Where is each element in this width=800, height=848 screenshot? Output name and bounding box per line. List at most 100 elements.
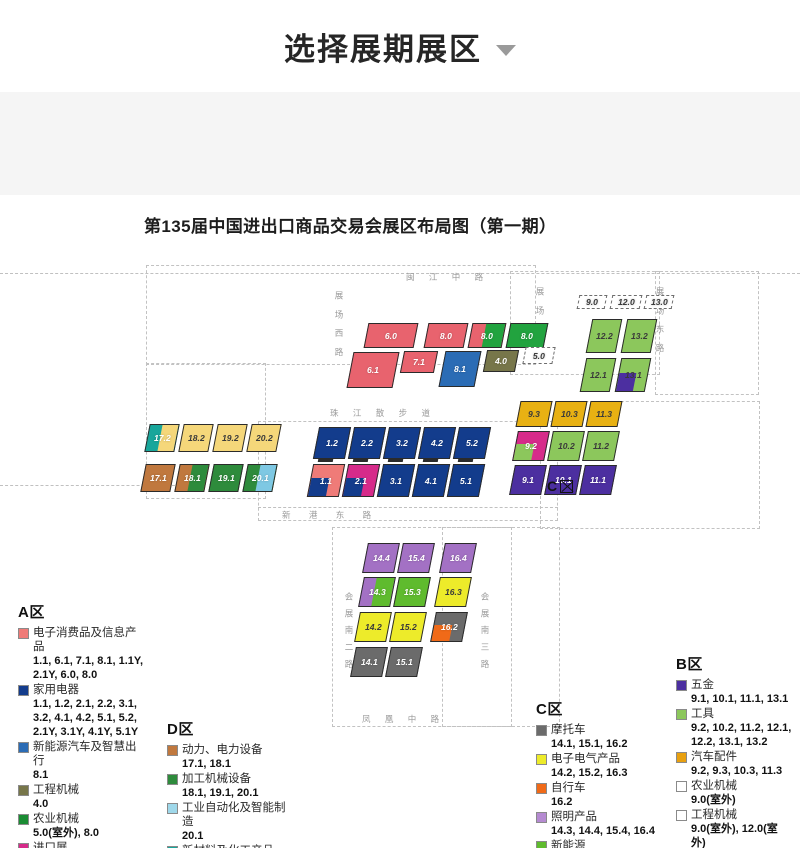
map-hall[interactable]: 8.0 — [467, 323, 507, 348]
map-hall[interactable]: 17.2 — [144, 424, 180, 452]
map-hall[interactable]: 12.0 — [609, 295, 643, 309]
map-hall[interactable]: 5.0 — [522, 347, 556, 364]
legend-item-name: 新能源汽车及智慧出行 — [33, 741, 137, 767]
map-hall[interactable]: 8.1 — [438, 351, 482, 387]
map-hall[interactable]: 8.0 — [423, 323, 469, 348]
map-hall[interactable]: 10.2 — [547, 431, 585, 461]
legend-a-title: A区 — [18, 604, 45, 621]
map-hall[interactable]: 20.2 — [246, 424, 282, 452]
hall-label: 20.2 — [255, 433, 273, 443]
map-hall[interactable]: 1.1 — [306, 464, 346, 497]
map-hall[interactable]: 19.1 — [208, 464, 244, 492]
map-hall[interactable]: 16.2 — [430, 612, 468, 642]
map-hall[interactable]: 13.1 — [614, 358, 652, 392]
map-hall[interactable]: 17.1 — [140, 464, 176, 492]
map-hall[interactable]: 4.2 — [417, 427, 457, 459]
map-hall[interactable]: 16.4 — [439, 543, 477, 573]
map-hall[interactable]: 4.0 — [482, 350, 520, 372]
map-hall[interactable]: 5.2 — [452, 427, 492, 459]
legend-item[interactable]: 新能源14.3, 15.3 — [536, 839, 664, 848]
map-hall[interactable]: 14.3 — [358, 577, 396, 607]
road-label: 珠 江 散 步 道 — [330, 408, 436, 418]
map-hall[interactable]: 18.2 — [178, 424, 214, 452]
map-hall[interactable]: 20.1 — [242, 464, 278, 492]
legend-item[interactable]: 新材料及化工产品17.2 — [167, 844, 295, 848]
road-label: 展 场 东 路 — [655, 287, 665, 357]
legend-item[interactable]: 进口展2.1 — [18, 841, 146, 848]
map-hall[interactable]: 14.2 — [354, 612, 392, 642]
exhibition-map[interactable]: 闽 江 中 路展 场 西 路展 场 中 路展 场 东 路珠 江 散 步 道新 港… — [0, 195, 800, 848]
map-hall[interactable]: 5.1 — [446, 464, 486, 497]
map-hall[interactable]: 13.0 — [643, 295, 675, 309]
map-hall[interactable]: 7.1 — [399, 351, 439, 373]
map-hall[interactable]: 9.0 — [576, 295, 608, 309]
map-hall[interactable]: 11.2 — [582, 431, 620, 461]
road-label: 会 展 南 二 路 — [344, 592, 354, 671]
map-hall[interactable]: 15.1 — [385, 647, 423, 677]
map-hall[interactable]: 19.2 — [212, 424, 248, 452]
map-hall[interactable]: 2.2 — [347, 427, 387, 459]
map-hall[interactable]: 15.4 — [397, 543, 435, 573]
map-hall[interactable]: 15.2 — [389, 612, 427, 642]
road-label: 会 展 南 三 路 — [480, 592, 490, 671]
map-hall[interactable]: 6.1 — [346, 352, 400, 388]
legend-color-swatch — [676, 709, 687, 720]
hall-label: 13.0 — [650, 297, 668, 307]
map-hall[interactable]: 16.3 — [434, 577, 472, 607]
map-hall[interactable]: 10.3 — [550, 401, 588, 427]
legend-item-halls: 14.1, 15.1, 16.2 — [551, 738, 628, 750]
map-hall[interactable]: 9.3 — [515, 401, 553, 427]
legend-color-swatch — [18, 685, 29, 696]
legend-item-name: 工具 — [691, 708, 714, 720]
map-hall[interactable]: 3.1 — [376, 464, 416, 497]
legend-item-text: 新能源14.3, 15.3 — [551, 839, 664, 848]
map-hall[interactable]: 11.1 — [579, 465, 617, 495]
map-hall[interactable]: 2.1 — [341, 464, 381, 497]
map-hall[interactable]: 9.1 — [509, 465, 547, 495]
hall-label: 14.4 — [372, 553, 390, 563]
map-hall[interactable]: 6.0 — [363, 323, 419, 348]
legend-item-name: 新材料及化工产品 — [182, 844, 295, 848]
chevron-down-icon[interactable] — [496, 44, 516, 56]
zone-boundary — [332, 527, 512, 727]
map-hall[interactable]: 3.2 — [382, 427, 422, 459]
road-line — [0, 273, 800, 274]
legend-item-name: 新能源 — [551, 840, 586, 848]
road-label: 新 港 东 路 — [282, 510, 380, 520]
map-hall[interactable]: 15.3 — [393, 577, 431, 607]
hall-label: 10.2 — [557, 441, 575, 451]
map-hall[interactable]: 12.1 — [579, 358, 617, 392]
map-hall[interactable]: 14.1 — [350, 647, 388, 677]
map-hall[interactable]: 9.2 — [512, 431, 550, 461]
map-hall[interactable]: 18.1 — [174, 464, 210, 492]
map-hall[interactable]: 11.3 — [585, 401, 623, 427]
map-hall[interactable]: 14.4 — [362, 543, 400, 573]
map-hall[interactable]: 8.0 — [505, 323, 549, 348]
legend-color-swatch — [676, 810, 687, 821]
map-hall[interactable]: 1.2 — [312, 427, 352, 459]
legend-color-swatch — [536, 812, 547, 823]
map-hall[interactable]: 4.1 — [411, 464, 451, 497]
